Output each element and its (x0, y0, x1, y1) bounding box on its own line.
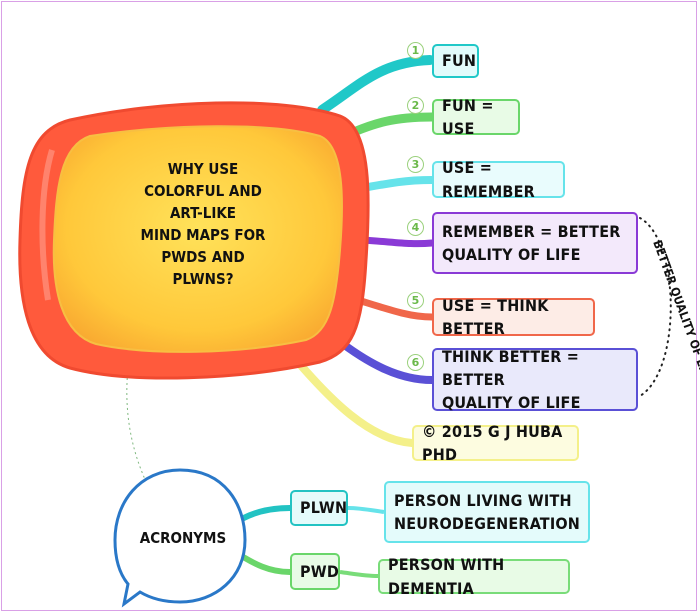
branch-number-badge-1: 1 (407, 42, 424, 59)
branch-link-4 (358, 236, 436, 248)
branch-number-badge-3: 3 (407, 156, 424, 173)
branch-link-1 (317, 55, 435, 115)
copyright-node[interactable]: © 2015 G J HUBA PHD (412, 422, 579, 464)
branch-node-2[interactable]: FUN = USE (432, 96, 520, 138)
boundary-bracket (639, 217, 672, 397)
acronyms-title[interactable]: ACRONYMS (139, 529, 227, 547)
acronym-plwn-meaning[interactable]: PERSON LIVING WITH NEURODEGENERATION (384, 481, 590, 543)
branch-number-badge-5: 5 (407, 292, 424, 309)
acronyms-bubble (113, 468, 247, 608)
branch-number-badge-2: 2 (407, 97, 424, 114)
branch-number-badge-6: 6 (407, 354, 424, 371)
dotted-relationship (126, 367, 151, 491)
branch-node-4[interactable]: REMEMBER = BETTER QUALITY OF LIFE (432, 212, 638, 274)
central-topic-text[interactable]: WHY USE COLORFUL AND ART-LIKE MIND MAPS … (140, 160, 266, 288)
acronym-plwn[interactable]: PLWN (290, 490, 348, 526)
plwn-meaning-link (347, 506, 385, 514)
branch-node-3[interactable]: USE = REMEMBER (432, 158, 565, 201)
branch-link-5 (354, 296, 436, 321)
branch-number-badge-4: 4 (407, 219, 424, 236)
branch-node-6[interactable]: THINK BETTER = BETTER QUALITY OF LIFE (432, 347, 638, 412)
central-topic-inner (52, 125, 343, 353)
branch-node-1[interactable]: FUN (432, 44, 479, 78)
acronym-pwd-meaning[interactable]: PERSON WITH DEMENTIA (378, 555, 570, 598)
acronym-pwd[interactable]: PWD (290, 553, 340, 590)
boundary-label: BETTER QUALITY OF LIFE (650, 238, 700, 385)
branch-node-5[interactable]: USE = THINK BETTER (432, 296, 595, 338)
copyright-link (288, 351, 416, 447)
pwd-meaning-link (339, 570, 379, 578)
